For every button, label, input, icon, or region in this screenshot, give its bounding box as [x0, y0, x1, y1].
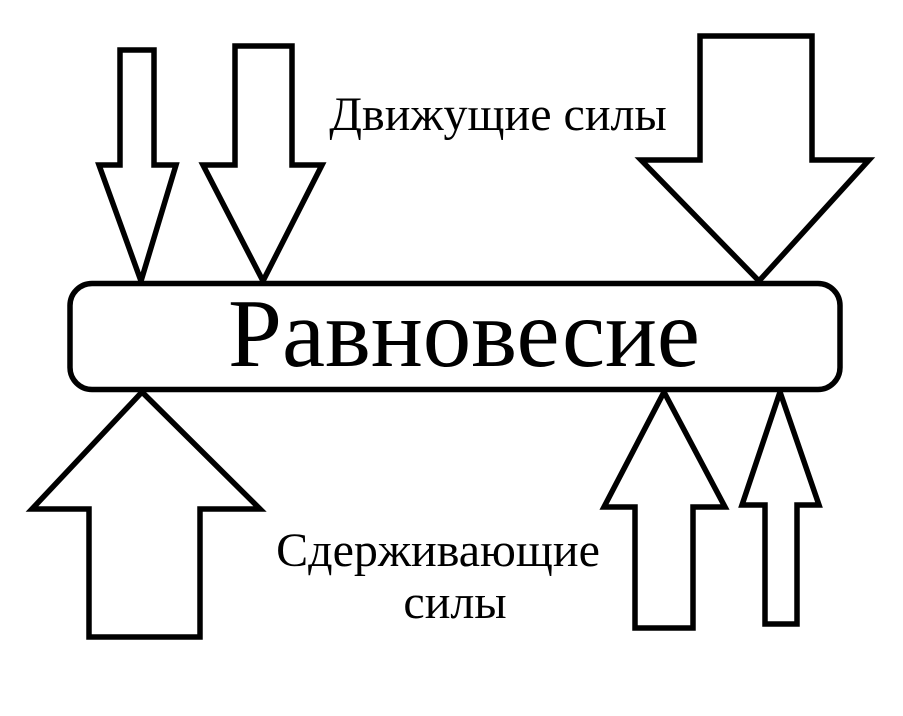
restraining-forces-label-line1: Сдерживающие [276, 524, 600, 577]
driving-forces-label: Движущие силы [329, 88, 666, 141]
diagram-labels: Движущие силы Равновесие Сдерживающие си… [228, 88, 700, 629]
driving-arrows-group [95, 33, 876, 290]
restraining-arrows-group [25, 383, 823, 640]
diagram-shapes [25, 33, 876, 640]
down-arrow-icon-medium [198, 43, 327, 288]
restraining-forces-label-line2: силы [403, 576, 506, 629]
down-arrow-icon-small [95, 47, 180, 290]
down-arrow-icon-large [634, 33, 876, 286]
equilibrium-label: Равновесие [228, 280, 700, 387]
up-arrow-icon-small [738, 383, 823, 627]
up-arrow-icon-medium [599, 386, 730, 631]
up-arrow-icon-large [25, 388, 267, 640]
equilibrium-box [67, 280, 843, 393]
